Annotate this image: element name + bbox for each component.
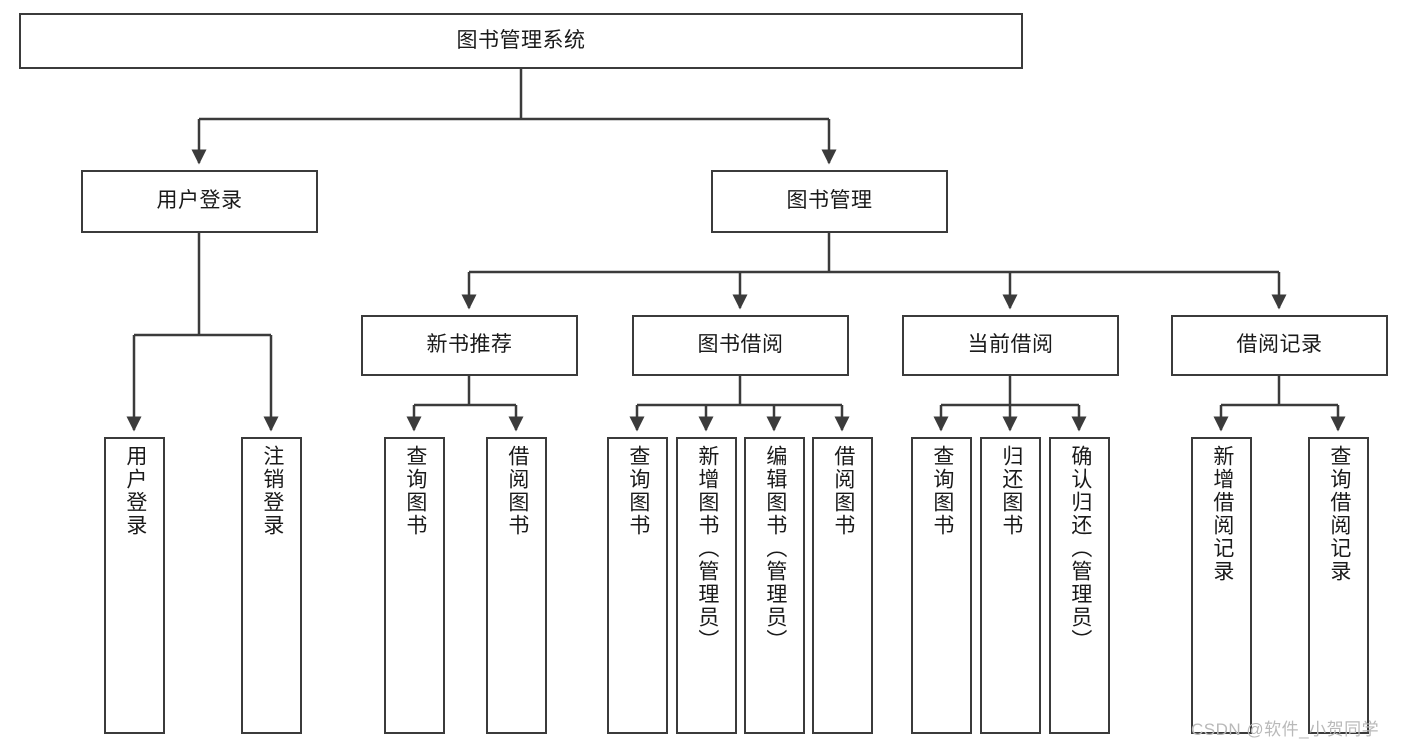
node-new-book-recommend-label: 新书推荐 <box>426 333 513 357</box>
node-root-label: 图书管理系统 <box>456 28 586 52</box>
node-leaf-add-book[interactable]: 新增图书（管理员） <box>676 437 737 734</box>
node-leaf-return-book[interactable]: 归还图书 <box>980 437 1041 734</box>
node-leaf-confirm-return[interactable]: 确认归还（管理员） <box>1049 437 1110 734</box>
node-leaf-confirm-return-label: 确认归还（管理员） <box>1068 445 1092 652</box>
csdn-watermark: CSDN @软件_小贺同学 <box>1191 720 1380 739</box>
node-leaf-edit-book[interactable]: 编辑图书（管理员） <box>744 437 805 734</box>
node-leaf-borrow-book-2-label: 借阅图书 <box>831 445 855 537</box>
node-current-borrow-label: 当前借阅 <box>967 333 1054 357</box>
node-leaf-query-book-2-label: 查询图书 <box>626 445 650 537</box>
node-leaf-query-book-3-label: 查询图书 <box>930 445 954 537</box>
node-leaf-edit-book-label: 编辑图书（管理员） <box>763 445 787 652</box>
node-book-manage-label: 图书管理 <box>786 189 873 213</box>
node-leaf-query-book-1[interactable]: 查询图书 <box>384 437 445 734</box>
node-current-borrow[interactable]: 当前借阅 <box>902 315 1119 376</box>
node-leaf-borrow-book-2[interactable]: 借阅图书 <box>812 437 873 734</box>
node-leaf-query-book-2[interactable]: 查询图书 <box>607 437 668 734</box>
node-leaf-return-book-label: 归还图书 <box>999 445 1023 537</box>
node-book-manage[interactable]: 图书管理 <box>711 170 948 233</box>
node-leaf-query-record[interactable]: 查询借阅记录 <box>1308 437 1369 734</box>
node-borrow-record[interactable]: 借阅记录 <box>1171 315 1388 376</box>
node-leaf-query-record-label: 查询借阅记录 <box>1327 445 1351 583</box>
node-leaf-user-login[interactable]: 用户登录 <box>104 437 165 734</box>
node-leaf-user-logout-label: 注销登录 <box>260 445 284 537</box>
node-leaf-add-book-label: 新增图书（管理员） <box>695 445 719 652</box>
node-user-login-label: 用户登录 <box>156 189 243 213</box>
node-leaf-borrow-book-1-label: 借阅图书 <box>505 445 529 537</box>
node-book-borrow-label: 图书借阅 <box>697 333 784 357</box>
node-leaf-user-logout[interactable]: 注销登录 <box>241 437 302 734</box>
node-leaf-add-record[interactable]: 新增借阅记录 <box>1191 437 1252 734</box>
node-leaf-query-book-3[interactable]: 查询图书 <box>911 437 972 734</box>
node-user-login[interactable]: 用户登录 <box>81 170 318 233</box>
node-root[interactable]: 图书管理系统 <box>19 13 1023 69</box>
node-leaf-add-record-label: 新增借阅记录 <box>1210 445 1234 583</box>
node-new-book-recommend[interactable]: 新书推荐 <box>361 315 578 376</box>
node-leaf-query-book-1-label: 查询图书 <box>403 445 427 537</box>
node-leaf-user-login-label: 用户登录 <box>123 445 147 537</box>
node-book-borrow[interactable]: 图书借阅 <box>632 315 849 376</box>
node-borrow-record-label: 借阅记录 <box>1236 333 1323 357</box>
node-leaf-borrow-book-1[interactable]: 借阅图书 <box>486 437 547 734</box>
